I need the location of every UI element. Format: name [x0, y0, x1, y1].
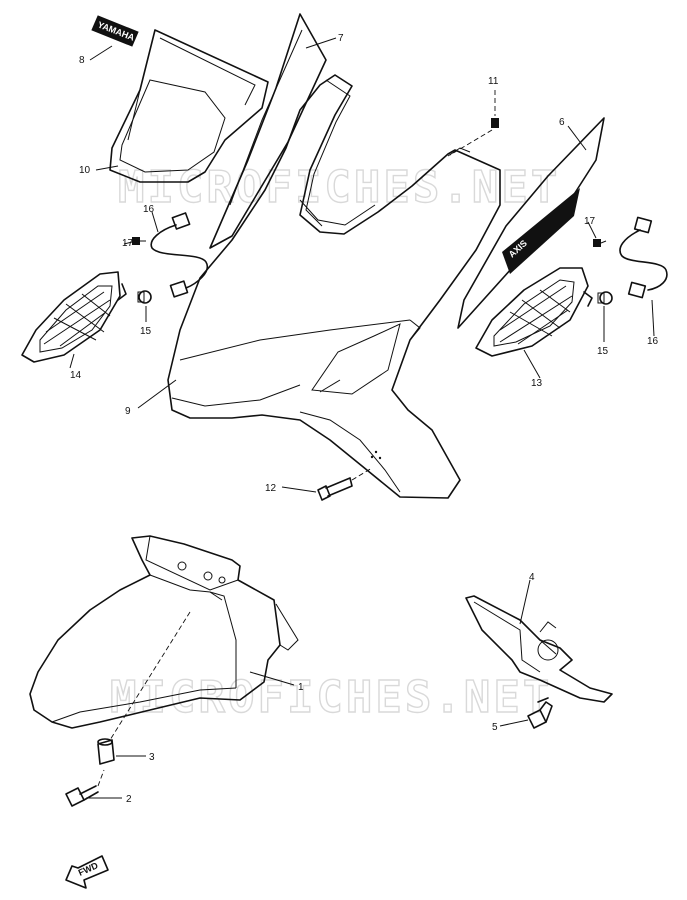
part-15-bulb-right [597, 291, 613, 305]
part-11-nut [449, 90, 499, 156]
part-12-screw [317, 467, 373, 501]
part-4-bracket [465, 595, 613, 703]
callout-8: 8 [79, 55, 85, 66]
part-2-bolt [65, 769, 105, 807]
part-16-wire-right [619, 216, 668, 299]
callout-1: 1 [298, 682, 304, 693]
callout-16-right: 16 [647, 336, 659, 347]
fwd-direction-arrow: FWD [65, 855, 109, 889]
part-15-bulb-left [137, 290, 152, 304]
callout-7: 7 [338, 33, 344, 44]
callout-5: 5 [492, 722, 498, 733]
part-17-screw-right [593, 239, 607, 247]
callout-2: 2 [126, 794, 132, 805]
callout-4: 4 [529, 572, 535, 583]
part-8-yamaha-emblem: YAMAHA [91, 15, 139, 47]
part-5-bolt [527, 697, 553, 729]
callout-14: 14 [70, 370, 82, 381]
part-17-screw-left [132, 237, 146, 245]
part-1-front-fender [29, 535, 299, 741]
part-14-left-turn-signal [21, 271, 127, 363]
callout-17-right: 17 [584, 216, 596, 227]
part-16-wire-left [150, 212, 209, 298]
callout-3: 3 [149, 752, 155, 763]
callout-13: 13 [531, 378, 543, 389]
callout-11: 11 [488, 76, 499, 87]
callout-6: 6 [559, 117, 565, 128]
callout-12: 12 [265, 483, 277, 494]
callout-15-left: 15 [140, 326, 152, 337]
part-10-inner-cover [109, 29, 269, 183]
part-7-side-stripe [209, 13, 327, 249]
callout-10: 10 [79, 165, 91, 176]
part-9-front-cover [167, 74, 501, 499]
part-13-right-turn-signal [475, 267, 593, 357]
callout-17-left: 17 [122, 238, 134, 249]
watermark-lower: MICROFICHES.NET [110, 672, 552, 723]
callout-numbers: 7 8 10 11 6 16 17 15 14 9 17 15 16 13 12… [70, 33, 659, 805]
callout-15-right: 15 [597, 346, 609, 357]
callout-16-left: 16 [143, 204, 155, 215]
part-3-collar [97, 738, 115, 765]
watermark-upper: MICROFICHES.NET [118, 162, 560, 213]
callout-9: 9 [125, 406, 131, 417]
callout-leaders [69, 37, 655, 799]
